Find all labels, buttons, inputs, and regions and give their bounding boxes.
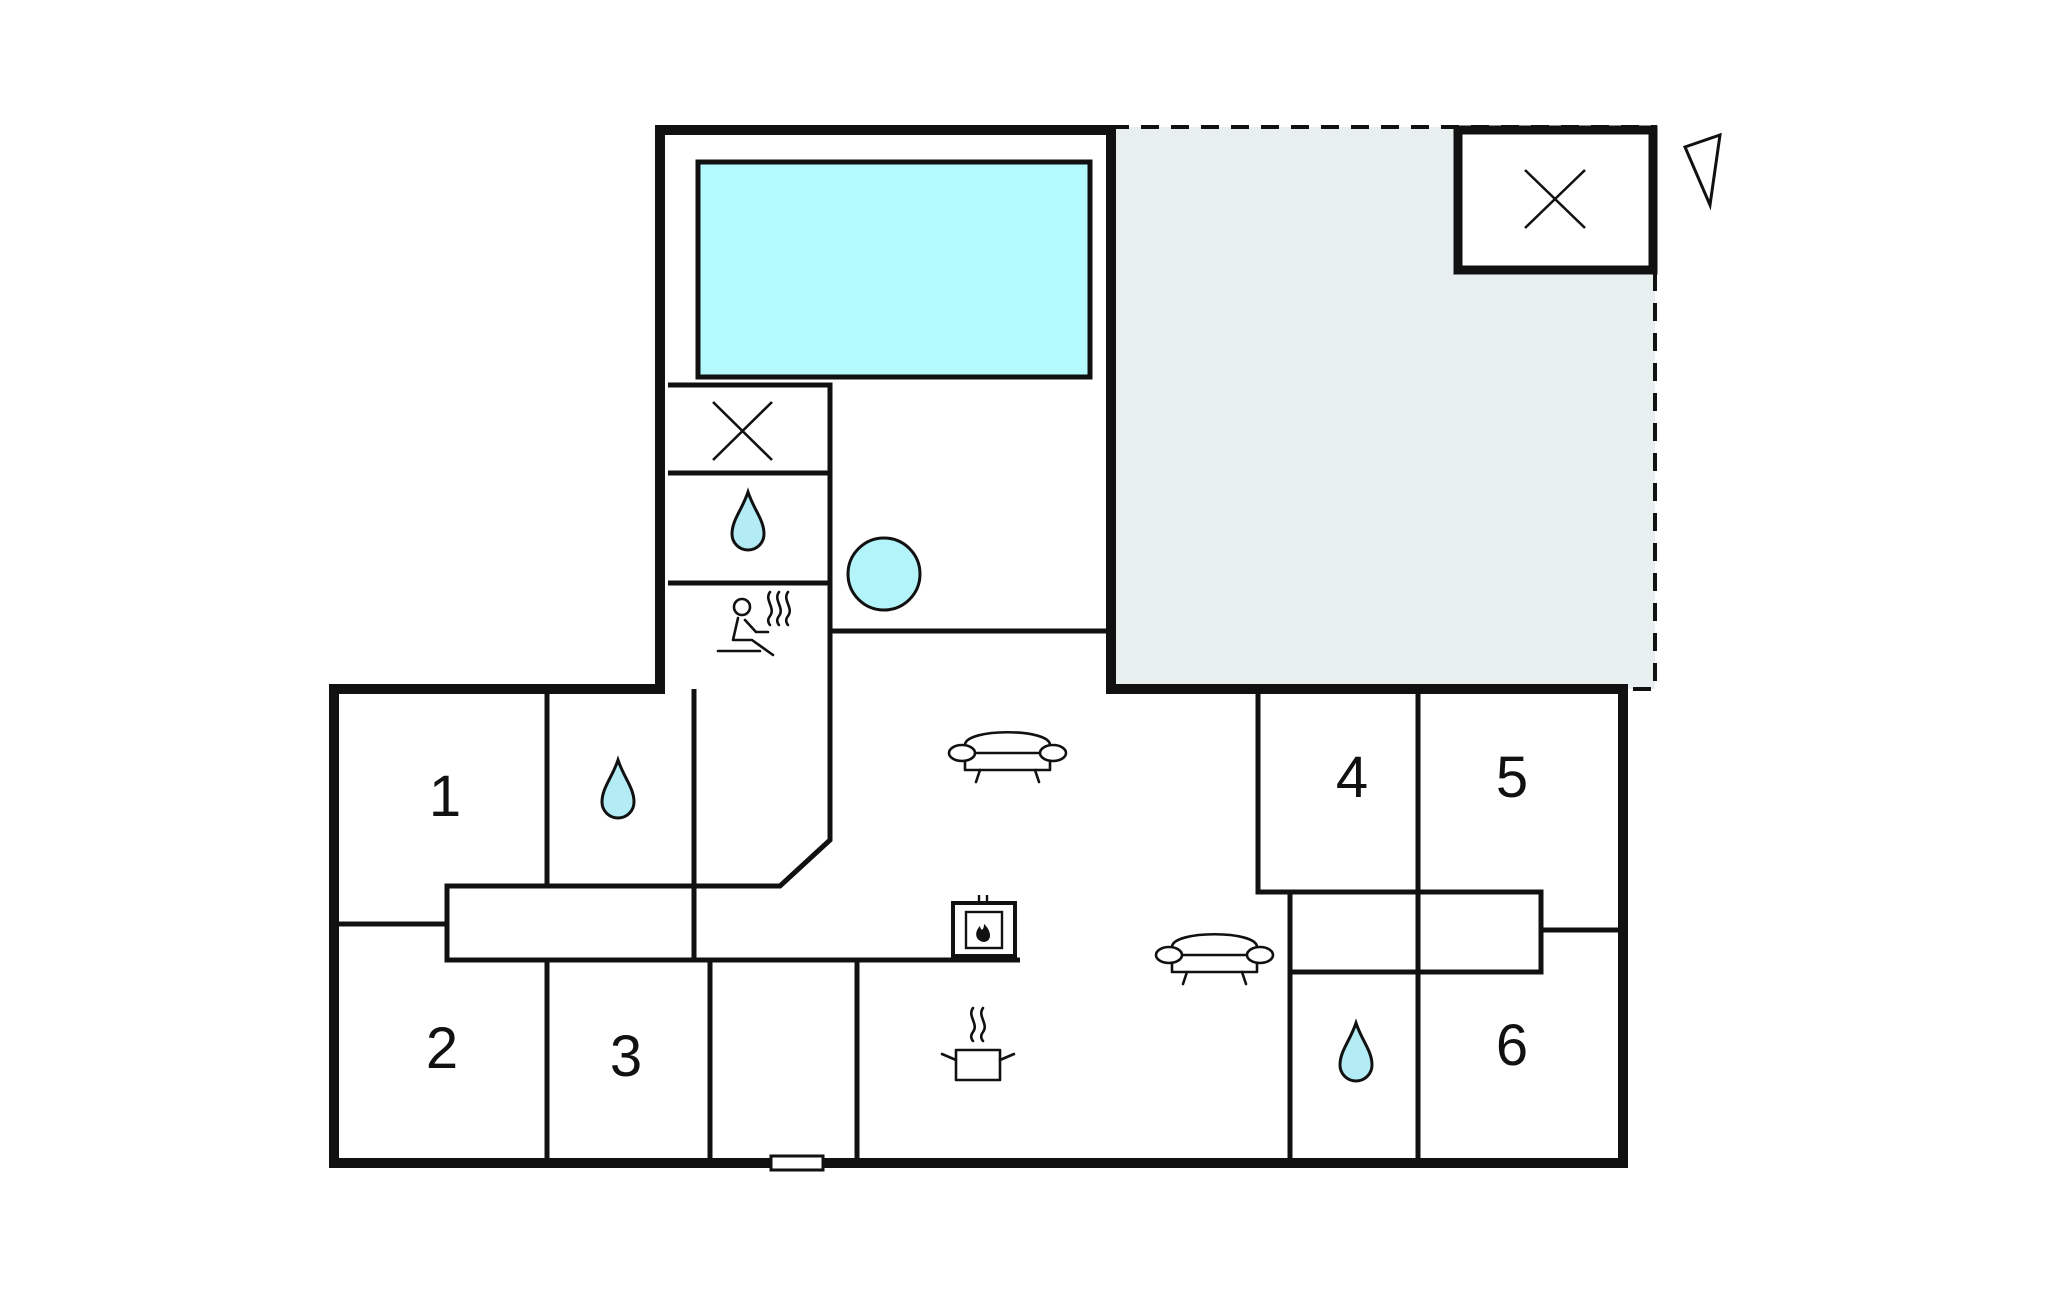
door bbox=[769, 1154, 825, 1172]
terrace-dashed-border bbox=[1111, 125, 1657, 691]
hot-tub bbox=[846, 536, 922, 612]
sauna-icon bbox=[716, 590, 791, 657]
interior-walls bbox=[339, 382, 1623, 1163]
kitchen-pot-icon bbox=[940, 1006, 1016, 1082]
bathroom-icon bbox=[1338, 1018, 1374, 1083]
outer-wall bbox=[329, 125, 1628, 1168]
room-number-4: 4 bbox=[1336, 745, 1368, 810]
x-mark-icon bbox=[712, 401, 773, 461]
pool bbox=[695, 159, 1093, 380]
x-mark-icon bbox=[1524, 169, 1586, 229]
bathroom-icon bbox=[600, 755, 636, 820]
room-number-5: 5 bbox=[1496, 745, 1528, 810]
room-number-1: 1 bbox=[429, 764, 461, 829]
sofa-icon bbox=[947, 731, 1068, 784]
north-arrow bbox=[1682, 132, 1722, 211]
room-number-6: 6 bbox=[1496, 1013, 1528, 1078]
bathroom-icon bbox=[730, 487, 766, 552]
room-number-2: 2 bbox=[426, 1016, 458, 1081]
sofa-icon bbox=[1154, 933, 1275, 986]
room-number-3: 3 bbox=[610, 1024, 642, 1089]
fireplace-icon bbox=[951, 895, 1017, 958]
